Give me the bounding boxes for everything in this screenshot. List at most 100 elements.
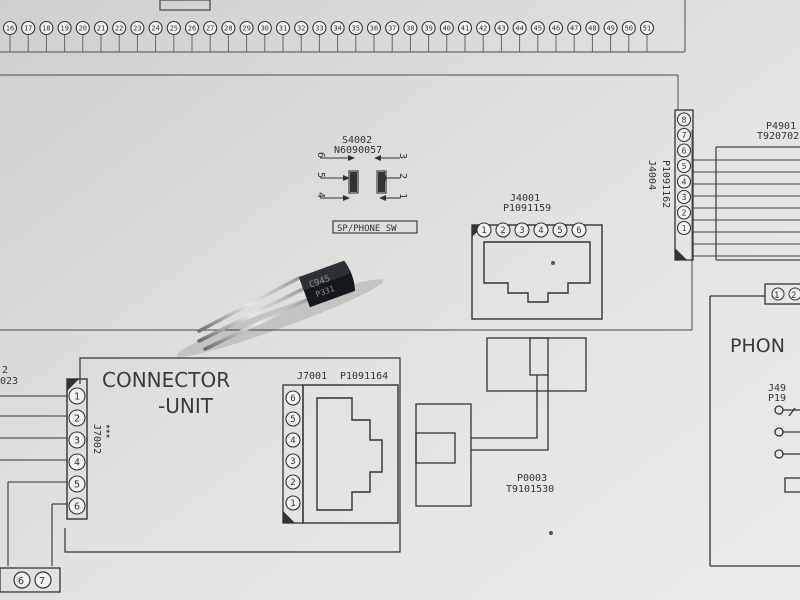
top-pin-label: 22 <box>115 25 123 33</box>
s4002-ref: S4002 <box>342 135 372 146</box>
j4004-pin-label: 7 <box>682 131 687 140</box>
bottom-left-pin-6: 6 <box>18 576 24 587</box>
top-pin-label: 42 <box>479 25 487 33</box>
top-pin-label: 33 <box>315 25 323 33</box>
top-pin-label: 38 <box>406 25 414 33</box>
top-pin-label: 16 <box>6 25 14 33</box>
top-pin-circle <box>421 20 436 36</box>
top-pin-label: 37 <box>388 25 396 33</box>
j7002-pin-label: 1 <box>74 392 80 403</box>
j4004-pin-label: 1 <box>682 224 687 233</box>
j7001-pin-label: 2 <box>290 478 295 488</box>
j4001-pin-circle <box>552 222 568 238</box>
dot-mark <box>549 531 553 535</box>
top-pin-label: 18 <box>42 25 50 33</box>
top-pin-circle <box>312 20 327 36</box>
top-pin-circle <box>548 20 564 36</box>
top-pin-circle <box>603 20 618 36</box>
j4001-pin-label: 1 <box>481 226 486 236</box>
j7001-pin-circle <box>285 474 301 490</box>
top-pin-circle <box>476 20 491 36</box>
top-pin-circle <box>621 20 636 36</box>
j4001-ref: J4001 <box>510 193 540 204</box>
top-pin-circle <box>330 20 345 36</box>
j4001-pin-circle <box>533 222 549 238</box>
j7001-pin-circle <box>285 411 301 427</box>
top-pin-circle <box>257 20 272 36</box>
top-pin-label: 34 <box>333 25 341 33</box>
j4001-pin-circle <box>571 222 587 238</box>
j4004-pin-label: 4 <box>682 177 687 186</box>
top-pin-label: 40 <box>443 25 451 33</box>
j7002-pin-circle <box>68 497 86 515</box>
j4004-pin-label: 6 <box>682 146 687 155</box>
top-pin-label: 41 <box>461 25 469 33</box>
top-pin-label: 28 <box>224 25 232 33</box>
top-pin-circle <box>239 20 254 36</box>
top-pin-circle <box>439 20 454 36</box>
top-pin-label: 39 <box>424 25 432 33</box>
top-pin-circle <box>93 20 109 36</box>
j7002-pin-circle <box>68 387 86 405</box>
top-pin-label: 43 <box>497 25 505 33</box>
top-pin-circle <box>348 20 363 36</box>
j4001-pin-circle <box>514 222 530 238</box>
j4004-pin-circle <box>676 143 692 158</box>
top-pin-label: 35 <box>352 25 360 33</box>
top-pin-circle <box>366 20 382 36</box>
s4002-pin-5: 5 <box>315 172 326 178</box>
s4002-switch: S4002 N6090057 6 5 4 3 2 1 SP/PHONE SW <box>315 135 418 234</box>
j7001-pin-label: 5 <box>290 415 295 425</box>
j4001-pin-circle <box>495 222 511 238</box>
top-pin-circle <box>512 20 527 36</box>
j7001-pin-circle <box>285 453 301 469</box>
j4004-pin-label: 2 <box>682 208 687 217</box>
j4004-pin-circle <box>676 158 692 174</box>
bottom-left-connector: 6 7 <box>0 567 61 593</box>
top-pin-circle <box>567 20 582 36</box>
transistor: C945 P331 <box>176 260 384 357</box>
j4001-pin-label: 2 <box>500 226 505 236</box>
top-pin-circle <box>148 20 163 36</box>
top-pin-label: 21 <box>97 25 105 33</box>
top-pin-circle <box>2 20 18 36</box>
j7002-pin-circle <box>68 409 86 427</box>
right-part-partial: P19 <box>768 393 786 404</box>
right-pin-1 <box>771 287 785 301</box>
top-pin-label: 24 <box>151 25 159 33</box>
top-pin-circle <box>403 20 418 36</box>
right-pin-2 <box>788 287 800 301</box>
j7002-ref: J7002 <box>91 424 102 454</box>
phone-heading: PHON <box>730 335 785 357</box>
top-pin-label: 50 <box>625 25 633 33</box>
top-pin-circle <box>639 20 655 36</box>
j7001-pin-label: 6 <box>290 394 295 404</box>
j7001-ref: J7001 <box>297 371 327 382</box>
top-pin-label: 47 <box>570 25 578 33</box>
j7002-pin-label: 4 <box>74 458 80 469</box>
j7001-part: P1091164 <box>340 371 388 382</box>
top-pin-circle <box>203 20 218 36</box>
j7002-pin-circle <box>68 475 86 493</box>
svg-text:1: 1 <box>774 291 779 301</box>
top-pin-circle <box>130 20 145 36</box>
top-pin-label: 23 <box>133 25 141 33</box>
top-pin-label: 27 <box>206 25 214 33</box>
j4001-pin-label: 4 <box>538 226 543 236</box>
top-pin-circle <box>585 20 600 36</box>
top-pin-circle <box>275 20 291 36</box>
p4901-ref: P4901 <box>766 121 796 132</box>
j4001-pin-label: 6 <box>576 226 581 236</box>
connector-unit: CONNECTOR -UNIT <box>64 357 401 553</box>
j7001-pin-circle <box>285 432 301 448</box>
s4002-pin-1: 1 <box>397 193 408 199</box>
top-pin-circle <box>166 20 181 36</box>
top-pin-circle <box>39 20 54 36</box>
top-pin-circle <box>294 20 309 36</box>
j7002-pin-label: 5 <box>74 480 80 491</box>
top-pin-label: 20 <box>79 25 87 33</box>
j7002-pin-label: 2 <box>74 414 80 425</box>
